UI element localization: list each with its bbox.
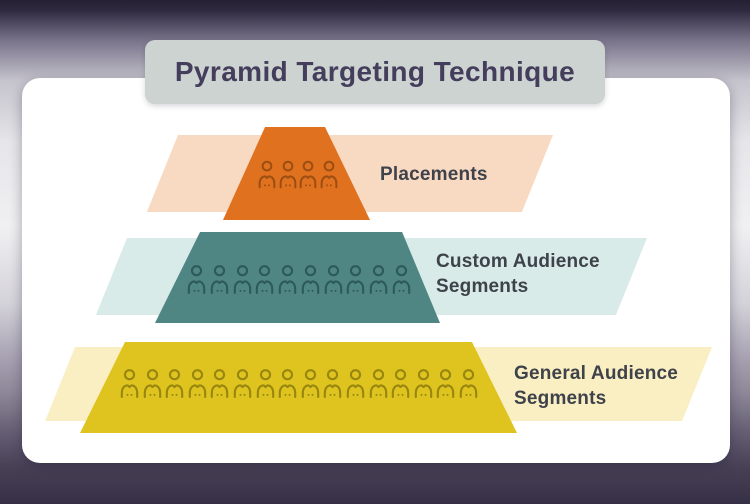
pyramid-level-custom-audience-segments: [155, 232, 440, 323]
people-icons-placements: [257, 155, 339, 192]
person-icon: [369, 265, 388, 295]
person-icon: [391, 369, 410, 399]
person-icon: [233, 369, 252, 399]
person-icon: [256, 265, 274, 295]
person-icon: [301, 369, 319, 399]
person-icon: [258, 160, 276, 189]
person-icon: [301, 265, 320, 295]
person-icon: [320, 160, 338, 189]
label-placements: Placements: [380, 164, 488, 185]
person-icon: [120, 369, 139, 399]
person-icon: [324, 265, 342, 295]
person-icon: [369, 369, 387, 399]
person-icon: [414, 369, 432, 399]
people-icons-custom-audience-segments: [186, 260, 412, 297]
title-box: Pyramid Targeting Technique: [145, 40, 605, 104]
person-icon: [279, 160, 296, 189]
person-icon: [143, 369, 161, 399]
person-icon: [256, 369, 274, 399]
people-icons-general-audience-segments: [119, 364, 479, 401]
person-icon: [278, 265, 297, 295]
person-icon: [299, 160, 317, 189]
person-icon: [187, 265, 206, 295]
label-general-audience-segments: General Audience Segments: [514, 363, 679, 409]
person-icon: [278, 369, 297, 399]
person-icon: [211, 369, 229, 399]
person-icon: [346, 369, 365, 399]
label-custom-audience-segments: Custom Audience Segments: [436, 251, 600, 297]
person-icon: [392, 265, 411, 295]
person-icon: [324, 369, 342, 399]
person-icon: [347, 265, 365, 295]
person-icon: [437, 369, 455, 399]
person-icon: [233, 265, 251, 295]
person-icon: [210, 265, 229, 295]
person-icon: [459, 369, 478, 399]
person-icon: [165, 369, 184, 399]
page-title: Pyramid Targeting Technique: [174, 56, 576, 87]
person-icon: [188, 369, 207, 399]
